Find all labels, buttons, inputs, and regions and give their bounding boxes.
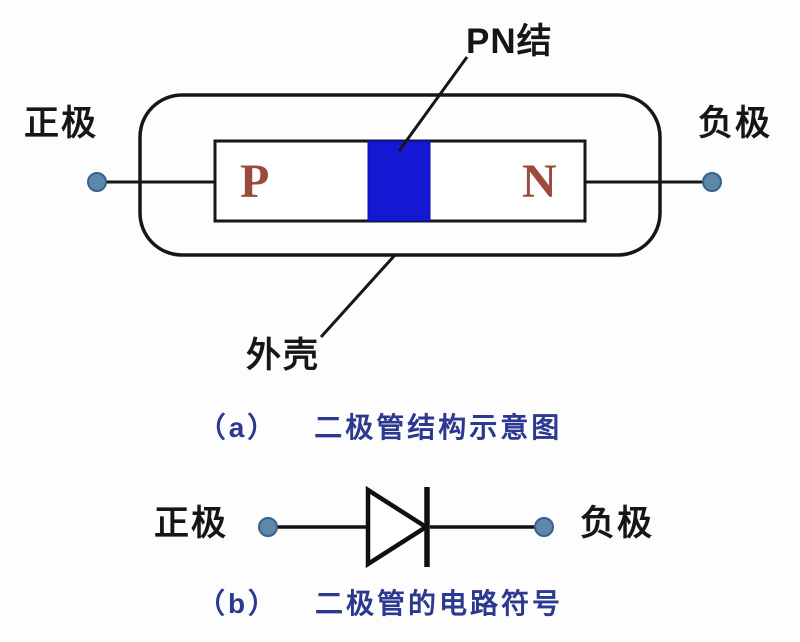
pn-junction-leader-line — [397, 56, 469, 152]
cathode-terminal-dot — [702, 172, 722, 192]
anode-terminal-dot — [87, 172, 107, 192]
shell-leader-line — [319, 253, 397, 339]
caption-b-title: 二极管的电路符号 — [315, 588, 564, 619]
diode-symbol-triangle — [365, 485, 431, 569]
diode-shell-outline — [138, 93, 662, 257]
cathode-label-b: 负极 — [580, 504, 655, 543]
shell-label: 外壳 — [246, 336, 321, 375]
caption-a: （a） 二极管结构示意图 — [198, 414, 563, 442]
pn-junction-label: PN结 — [466, 22, 553, 61]
symbol-cathode-terminal-dot — [534, 517, 554, 537]
pn-junction-region — [367, 140, 431, 222]
symbol-anode-terminal-dot — [258, 517, 278, 537]
caption-b-index: （b） — [196, 588, 280, 619]
caption-b: （b） 二极管的电路符号 — [197, 590, 563, 618]
anode-label-a: 正极 — [24, 104, 99, 143]
caption-a-title: 二极管结构示意图 — [314, 412, 563, 443]
anode-label-b: 正极 — [154, 504, 229, 543]
cathode-label-a: 负极 — [698, 104, 773, 143]
n-region-label: N — [522, 155, 557, 208]
caption-a-index: （a） — [197, 412, 279, 443]
p-region-label: P — [240, 155, 270, 208]
